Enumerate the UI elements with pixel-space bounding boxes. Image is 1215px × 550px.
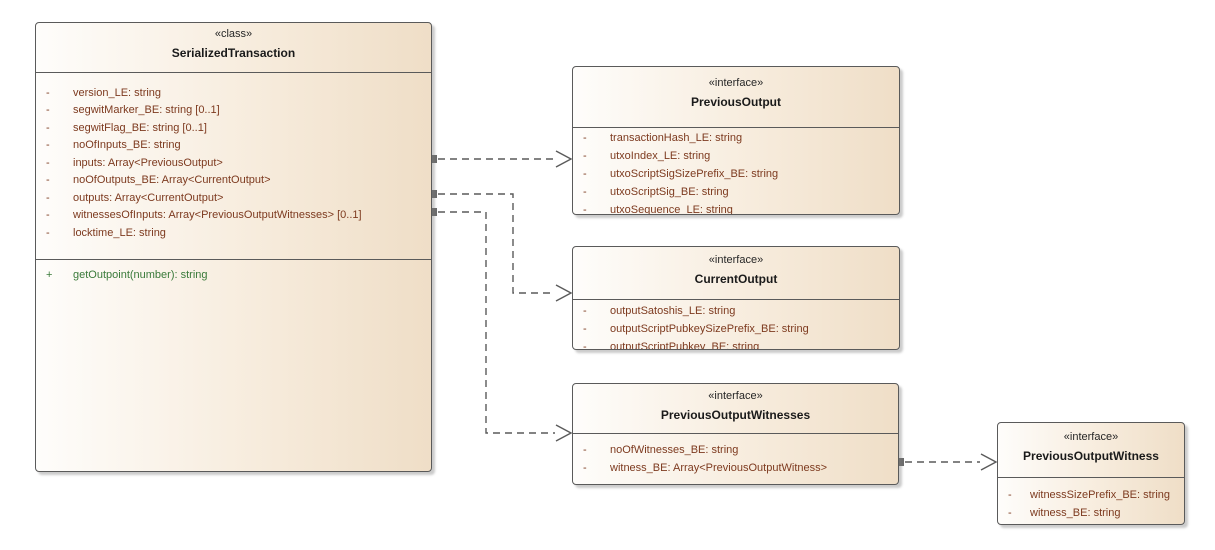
visibility-marker: - xyxy=(46,121,50,134)
interface-box-previous-output[interactable]: «interface» PreviousOutput - transaction… xyxy=(572,66,900,215)
attribute-text: utxoScriptSig_BE: string xyxy=(610,186,729,198)
interface-box-previous-output-witnesses[interactable]: «interface» PreviousOutputWitnesses - no… xyxy=(572,383,899,485)
attribute-row: - transactionHash_LE: string xyxy=(573,129,899,147)
visibility-marker: - xyxy=(46,139,50,152)
attribute-row: - noOfInputs_BE: string xyxy=(36,137,431,155)
attribute-text: version_LE: string xyxy=(73,86,162,99)
visibility-marker: - xyxy=(583,323,587,335)
attribute-row: - utxoSequence_LE: string xyxy=(573,201,899,215)
attribute-row: - version_LE: string xyxy=(36,84,431,102)
box-header: «interface» PreviousOutputWitnesses xyxy=(573,384,898,433)
attribute-row: - outputs: Array<CurrentOutput> xyxy=(36,189,431,207)
visibility-marker: - xyxy=(583,168,587,180)
box-header: «class» SerializedTransaction xyxy=(36,23,431,72)
attribute-text: witnessSizePrefix_BE: string xyxy=(1030,489,1170,501)
arrowhead-previousoutputwitnesses xyxy=(555,424,573,442)
attribute-row: - witness_BE: Array<PreviousOutputWitnes… xyxy=(573,459,898,477)
attributes-compartment: - outputSatoshis_LE: string - outputScri… xyxy=(573,299,899,350)
stereotype-label: «interface» xyxy=(708,77,764,89)
interface-name: CurrentOutput xyxy=(694,272,778,286)
visibility-marker: - xyxy=(583,462,587,474)
arrowhead-currentoutput xyxy=(555,284,573,302)
attribute-text: inputs: Array<PreviousOutput> xyxy=(73,156,223,169)
visibility-marker: - xyxy=(583,444,587,456)
attributes-compartment: - witnessSizePrefix_BE: string - witness… xyxy=(998,477,1184,522)
dependency-witnesses-to-previousoutputwitnesses xyxy=(438,211,555,434)
operations-compartment: + getOutpoint(number): string xyxy=(36,259,431,471)
class-name: SerializedTransaction xyxy=(171,46,296,60)
attribute-text: outputs: Array<CurrentOutput> xyxy=(73,191,224,204)
visibility-marker: - xyxy=(46,86,50,99)
dependency-outputs-to-currentoutput xyxy=(438,193,555,294)
attribute-row: - locktime_LE: string xyxy=(36,224,431,242)
stereotype-label: «interface» xyxy=(708,390,763,402)
attribute-text: utxoScriptSigSizePrefix_BE: string xyxy=(610,168,779,180)
attribute-text: noOfWitnesses_BE: string xyxy=(610,444,739,456)
attribute-row: - witnessesOfInputs: Array<PreviousOutpu… xyxy=(36,207,431,225)
stereotype-label: «interface» xyxy=(1063,431,1119,443)
attribute-text: outputScriptPubkeySizePrefix_BE: string xyxy=(610,323,809,335)
attribute-row: - noOfOutputs_BE: Array<CurrentOutput> xyxy=(36,172,431,190)
interface-box-current-output[interactable]: «interface» CurrentOutput - outputSatosh… xyxy=(572,246,900,350)
interface-box-previous-output-witness[interactable]: «interface» PreviousOutputWitness - witn… xyxy=(997,422,1185,525)
attribute-row: - inputs: Array<PreviousOutput> xyxy=(36,154,431,172)
attribute-row: - witness_BE: string xyxy=(998,504,1184,522)
attribute-row: - outputSatoshis_LE: string xyxy=(573,302,899,320)
stereotype-label: «interface» xyxy=(708,254,764,266)
attribute-text: noOfInputs_BE: string xyxy=(73,139,181,152)
box-header: «interface» PreviousOutput xyxy=(573,67,899,127)
visibility-marker: - xyxy=(583,132,587,144)
visibility-marker: - xyxy=(46,104,50,117)
stereotype-label: «class» xyxy=(214,28,253,40)
attribute-row: - witnessSizePrefix_BE: string xyxy=(998,486,1184,504)
interface-name: PreviousOutput xyxy=(690,95,781,109)
visibility-marker: - xyxy=(46,209,50,222)
box-header: «interface» CurrentOutput xyxy=(573,247,899,299)
attribute-text: outputSatoshis_LE: string xyxy=(610,305,736,317)
interface-name: PreviousOutputWitness xyxy=(1023,449,1159,463)
attribute-row: - segwitMarker_BE: string [0..1] xyxy=(36,102,431,120)
attribute-row: - utxoScriptSig_BE: string xyxy=(573,183,899,201)
attributes-compartment: - noOfWitnesses_BE: string - witness_BE:… xyxy=(573,433,898,477)
box-header: «interface» PreviousOutputWitness xyxy=(998,423,1184,477)
attribute-text: locktime_LE: string xyxy=(73,226,166,239)
attribute-text: noOfOutputs_BE: Array<CurrentOutput> xyxy=(73,174,271,187)
operation-text: getOutpoint(number): string xyxy=(73,268,208,281)
attribute-text: segwitMarker_BE: string [0..1] xyxy=(73,104,220,117)
interface-name: PreviousOutputWitnesses xyxy=(660,408,811,422)
attribute-text: witnessesOfInputs: Array<PreviousOutputW… xyxy=(73,209,362,222)
visibility-marker: - xyxy=(583,204,587,215)
class-box-serialized-transaction[interactable]: «class» SerializedTransaction - version_… xyxy=(35,22,432,472)
visibility-marker: - xyxy=(46,174,50,187)
visibility-marker: - xyxy=(583,186,587,198)
attribute-row: - noOfWitnesses_BE: string xyxy=(573,441,898,459)
visibility-marker: - xyxy=(1008,489,1012,501)
visibility-marker: - xyxy=(583,150,587,162)
attributes-compartment: - version_LE: string - segwitMarker_BE: … xyxy=(36,72,431,259)
attribute-row: - utxoIndex_LE: string xyxy=(573,147,899,165)
attribute-text: utxoIndex_LE: string xyxy=(610,150,711,162)
attribute-row: - outputScriptPubkey_BE: string xyxy=(573,338,899,350)
visibility-marker: - xyxy=(46,226,50,239)
visibility-marker: - xyxy=(583,305,587,317)
visibility-marker: - xyxy=(583,341,587,350)
attribute-text: outputScriptPubkey_BE: string xyxy=(610,341,760,350)
visibility-marker: + xyxy=(46,268,53,281)
attribute-row: - segwitFlag_BE: string [0..1] xyxy=(36,119,431,137)
attribute-text: witness_BE: string xyxy=(1030,507,1121,519)
visibility-marker: - xyxy=(46,156,50,169)
attribute-text: utxoSequence_LE: string xyxy=(610,204,733,215)
attribute-row: - utxoScriptSigSizePrefix_BE: string xyxy=(573,165,899,183)
operation-row: + getOutpoint(number): string xyxy=(36,266,431,284)
visibility-marker: - xyxy=(1008,507,1012,519)
attributes-compartment: - transactionHash_LE: string - utxoIndex… xyxy=(573,127,899,215)
visibility-marker: - xyxy=(46,191,50,204)
attribute-row: - outputScriptPubkeySizePrefix_BE: strin… xyxy=(573,320,899,338)
arrowhead-previousoutput xyxy=(555,150,573,168)
attribute-text: witness_BE: Array<PreviousOutputWitness> xyxy=(610,462,828,474)
arrowhead-previousoutputwitness xyxy=(980,453,998,471)
attribute-text: transactionHash_LE: string xyxy=(610,132,743,144)
attribute-text: segwitFlag_BE: string [0..1] xyxy=(73,121,207,134)
